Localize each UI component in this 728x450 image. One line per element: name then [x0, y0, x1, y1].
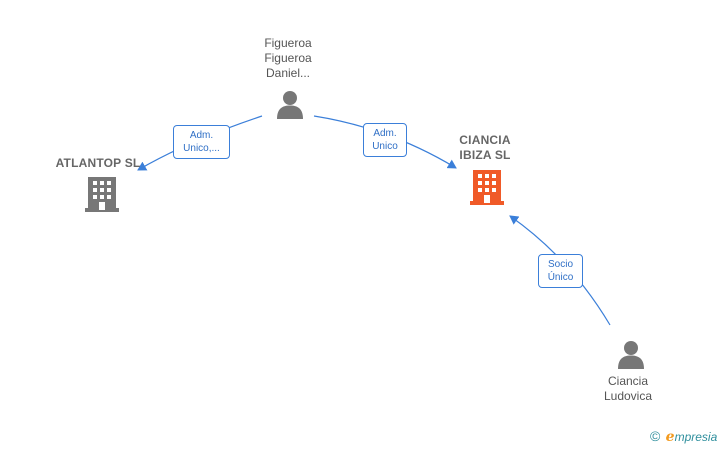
- node-label-figueroa[interactable]: Figueroa Figueroa Daniel...: [264, 36, 312, 80]
- copyright-symbol: ©: [650, 428, 661, 444]
- node-label-atlantop[interactable]: ATLANTOP SL: [55, 156, 141, 170]
- logo-text: mpresia: [674, 430, 718, 444]
- node-label-ciancia-ibiza[interactable]: CIANCIA IBIZA SL: [459, 133, 511, 162]
- person-icon[interactable]: [275, 89, 305, 119]
- logo-initial: e: [665, 429, 675, 445]
- building-icon[interactable]: [85, 176, 119, 212]
- edge-label-socio-unico[interactable]: Socio Único: [538, 254, 583, 288]
- empresia-logo: © empresia: [650, 428, 717, 448]
- edge-label-adm-unico-atlantop[interactable]: Adm. Unico,...: [173, 125, 230, 159]
- edge-label-adm-unico-ciancia[interactable]: Adm. Unico: [363, 123, 407, 157]
- node-label-ciancia-ludovica[interactable]: Ciancia Ludovica: [603, 374, 653, 403]
- person-icon[interactable]: [616, 339, 646, 369]
- building-icon-highlighted[interactable]: [470, 169, 504, 205]
